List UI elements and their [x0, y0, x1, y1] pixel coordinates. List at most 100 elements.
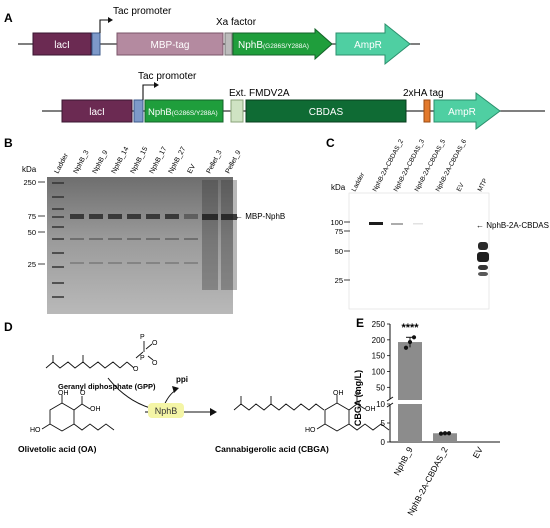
- blot-c-mtp-band: [478, 272, 488, 276]
- blot-c-marker-label: 75: [335, 227, 343, 236]
- gel-b-lane-label: NphB_17: [149, 146, 169, 175]
- chart-y-tick-label: 10: [376, 400, 385, 409]
- cbga-atom-oh2: OH: [365, 406, 376, 413]
- panel-label-b: B: [4, 136, 13, 150]
- gel-b-pellet-smear: [221, 180, 237, 290]
- xa-label: Xa factor: [216, 17, 257, 28]
- enzyme-label: NphB: [155, 406, 178, 416]
- ha-tag-box: [423, 99, 431, 123]
- gel-b-ladder-band: [52, 296, 64, 298]
- chart-data-point: [403, 345, 409, 350]
- gel-b-ladder-band: [52, 282, 64, 284]
- gel-b-ladder-band: [52, 182, 64, 184]
- gel-b-protein-band: [202, 214, 218, 220]
- gel-b-bands: [52, 180, 237, 298]
- nphb-arrow: [232, 27, 333, 61]
- blot-c-protein-band: [391, 223, 403, 225]
- gel-b-band-label: ← MBP-NphB: [235, 212, 285, 221]
- blot-c-mtp-band: [478, 265, 488, 270]
- blot-c-mtp-band: [477, 252, 489, 262]
- gel-b-ladder-band: [52, 208, 64, 210]
- promoter-arrow-icon-2: [154, 82, 159, 88]
- ampr-arrow: [335, 22, 411, 66]
- reaction-arrow-icon: [210, 408, 217, 416]
- chart-y-axis-label: CBGA (mg/L): [353, 370, 363, 426]
- promoter-arrow-icon: [108, 17, 113, 23]
- chart-y-tick-label: 5: [381, 419, 386, 428]
- chart-data-point: [438, 431, 444, 436]
- gel-b-minor-band: [184, 262, 198, 264]
- blot-c-protein-band: [413, 223, 423, 225]
- mbp-box: [116, 32, 224, 56]
- blot-c-bands: [369, 222, 489, 276]
- gel-b-minor-band: [89, 262, 103, 264]
- chart-data-point: [442, 431, 448, 436]
- panel-label-d: D: [4, 320, 13, 334]
- gel-b-minor-band: [127, 238, 141, 240]
- cbga-structure: [233, 395, 390, 432]
- gel-b-minor-band: [108, 262, 122, 264]
- panel-label-c: C: [326, 136, 335, 150]
- gel-b-minor-band: [89, 238, 103, 240]
- construct-1: lacI Tac promoter MBP-tag Xa factor NphB…: [18, 6, 420, 66]
- laci-label-2: lacI: [89, 107, 105, 118]
- panel-label-e: E: [356, 316, 364, 330]
- blot-c-marker-label: 100: [330, 218, 343, 227]
- chart-category-label: EV: [471, 445, 485, 460]
- gel-b-lane-label: EV: [187, 163, 198, 175]
- ppi-arrow-icon: [172, 386, 179, 393]
- promoter-box-2: [133, 99, 144, 123]
- ext-fmdv2a-box: [230, 99, 244, 123]
- laci-box-2: [61, 99, 133, 123]
- gel-b-lane-label: Ladder: [54, 152, 71, 175]
- gel-b-protein-band: [165, 214, 179, 219]
- laci-box: [32, 32, 92, 56]
- cbdas-label: CBDAS: [309, 107, 344, 118]
- chart-bar: [398, 342, 422, 400]
- oa-structure: [41, 395, 115, 432]
- gel-b-lane-label: NphB_27: [168, 146, 188, 175]
- gel-b-minor-band: [70, 238, 84, 240]
- nphb-label-2: NphB(G286S/Y288A): [148, 107, 218, 118]
- gel-b-marker-label: 250: [23, 178, 36, 187]
- blot-c-image: [348, 192, 490, 310]
- gel-b-protein-band: [127, 214, 141, 219]
- cbdas-box: [245, 99, 407, 123]
- blot-c-lane-label: EV: [456, 181, 467, 193]
- cbga-atom-ho: HO: [305, 427, 316, 434]
- gel-b-minor-band: [165, 262, 179, 264]
- chart-y-tick-label: 200: [372, 336, 386, 345]
- chart-axis-break: [386, 402, 394, 408]
- ampr-label-2: AmpR: [448, 107, 476, 118]
- gel-b-protein-band: [89, 214, 103, 219]
- chart-axis-break: [386, 396, 394, 402]
- blot-c-protein-band: [369, 222, 383, 225]
- gel-b-lane-label: NphB_15: [130, 146, 150, 175]
- gel-b-minor-band: [184, 238, 198, 240]
- gel-b-image: [47, 177, 233, 314]
- blot-c-lane-label: MTP: [477, 178, 490, 193]
- gel-b-ladder-band: [52, 226, 64, 228]
- tac-promoter-label-2: Tac promoter: [138, 71, 197, 82]
- ampr-arrow-2: [433, 92, 501, 130]
- gel-b-protein-band: [221, 214, 237, 220]
- ext-fmdv2a-label: Ext. FMDV2A: [229, 88, 290, 99]
- gel-b-protein-band: [146, 214, 160, 219]
- oa-atom-o: O: [80, 390, 86, 397]
- gel-b-ladder-band: [52, 196, 64, 198]
- gpp-atom-o3: O: [152, 360, 158, 367]
- oa-atom-oh1: OH: [58, 390, 69, 397]
- cbga-label: Cannabigerolic acid (CBGA): [215, 444, 329, 454]
- nphb-label: NphB(G286S/Y288A): [238, 40, 309, 51]
- chart-category-label: NphB_9: [392, 445, 415, 477]
- enzyme-bg: [148, 403, 184, 418]
- blot-c-marker-label: 50: [335, 247, 343, 256]
- gel-b-marker-label: 50: [28, 228, 36, 237]
- gel-b-lane-label: Pellet_3: [206, 149, 224, 175]
- construct-2: lacI Tac promoter NphB(G286S/Y288A) Ext.…: [42, 71, 545, 130]
